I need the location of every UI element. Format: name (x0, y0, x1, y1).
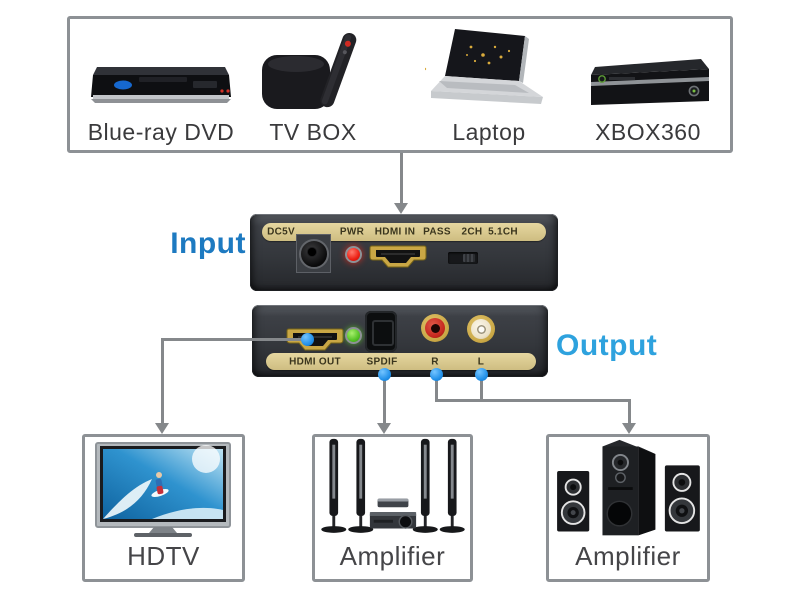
source-label: TV BOX (269, 119, 357, 145)
port-label-pass: PASS (423, 226, 451, 238)
sink-amplifier-towers: Amplifier (312, 434, 473, 582)
port-label-r: R (431, 356, 439, 367)
input-port-strip: DC5V PWR HDMI IN PASS 2CH 5.1CH (262, 223, 546, 241)
sink-label: Amplifier (339, 541, 446, 571)
laptop-icon (425, 29, 543, 104)
bluray-player-icon (91, 67, 231, 103)
port-label-2ch: 2CH (461, 226, 483, 238)
source-label: Laptop (452, 119, 526, 145)
signal-led-icon (345, 327, 362, 344)
connector-rl-horizontal (435, 399, 631, 402)
dc-jack-icon (296, 234, 331, 273)
sources-box: Blue-ray DVD TV BOX (67, 16, 733, 153)
sink-amplifier-speakers: Amplifier (546, 434, 710, 582)
connector-rca-l (480, 375, 483, 402)
sink-hdtv: HDTV (82, 434, 245, 582)
converter-output-panel: HDMI OUT SPDIF R L (252, 305, 548, 377)
connection-dot-icon (475, 368, 488, 381)
port-label-dc5v: DC5V (267, 226, 295, 238)
source-label: XBOX360 (595, 119, 701, 145)
source-label: Blue-ray DVD (87, 119, 235, 145)
tower-speakers-icon (320, 438, 465, 533)
output-label: Output (556, 329, 658, 362)
source-xbox360: XBOX360 (578, 19, 718, 150)
connector-hdmi-out-vertical (161, 338, 164, 424)
port-label-51ch: 5.1CH (488, 226, 518, 238)
arrow-down-icon (155, 423, 169, 434)
port-label-l: L (477, 356, 485, 367)
converter-input-panel: DC5V PWR HDMI IN PASS 2CH 5.1CH (250, 214, 558, 291)
power-led-icon (345, 246, 362, 263)
rca-jack-l-icon (467, 315, 495, 343)
port-label-hdmi-in: HDMI IN (374, 226, 416, 238)
port-label-pwr: PWR (339, 226, 365, 238)
tv-box-icon (262, 32, 357, 109)
sink-label: Amplifier (575, 541, 681, 571)
arrow-down-icon (377, 423, 391, 434)
hdtv-icon (94, 442, 231, 537)
hdmi-in-port-icon (369, 245, 427, 268)
connector-rl-vertical (628, 399, 631, 424)
input-label: Input (170, 227, 246, 260)
source-tvbox: TV BOX (250, 19, 376, 150)
channel-switch-icon (448, 252, 478, 264)
connector-sources-to-input (400, 153, 403, 204)
arrow-down-icon (622, 423, 636, 434)
connector-rca-r (435, 375, 438, 402)
rca-jack-r-icon (421, 314, 449, 342)
arrow-down-icon (394, 203, 408, 214)
connection-dot-icon (430, 368, 443, 381)
port-label-spdif: SPDIF (366, 356, 398, 367)
source-bluray: Blue-ray DVD (76, 19, 246, 150)
source-laptop: Laptop (422, 19, 556, 150)
connector-hdmi-out-horizontal (162, 338, 305, 341)
connection-dot-icon (378, 368, 391, 381)
port-label-hdmi-out: HDMI OUT (289, 356, 341, 367)
connection-dot-icon (301, 333, 314, 346)
spdif-port-icon (365, 311, 397, 352)
sink-label: HDTV (127, 541, 200, 571)
output-port-strip: HDMI OUT SPDIF R L (266, 353, 536, 370)
speaker-system-icon (557, 439, 700, 536)
connector-spdif (383, 375, 386, 424)
xbox360-icon (591, 59, 709, 105)
